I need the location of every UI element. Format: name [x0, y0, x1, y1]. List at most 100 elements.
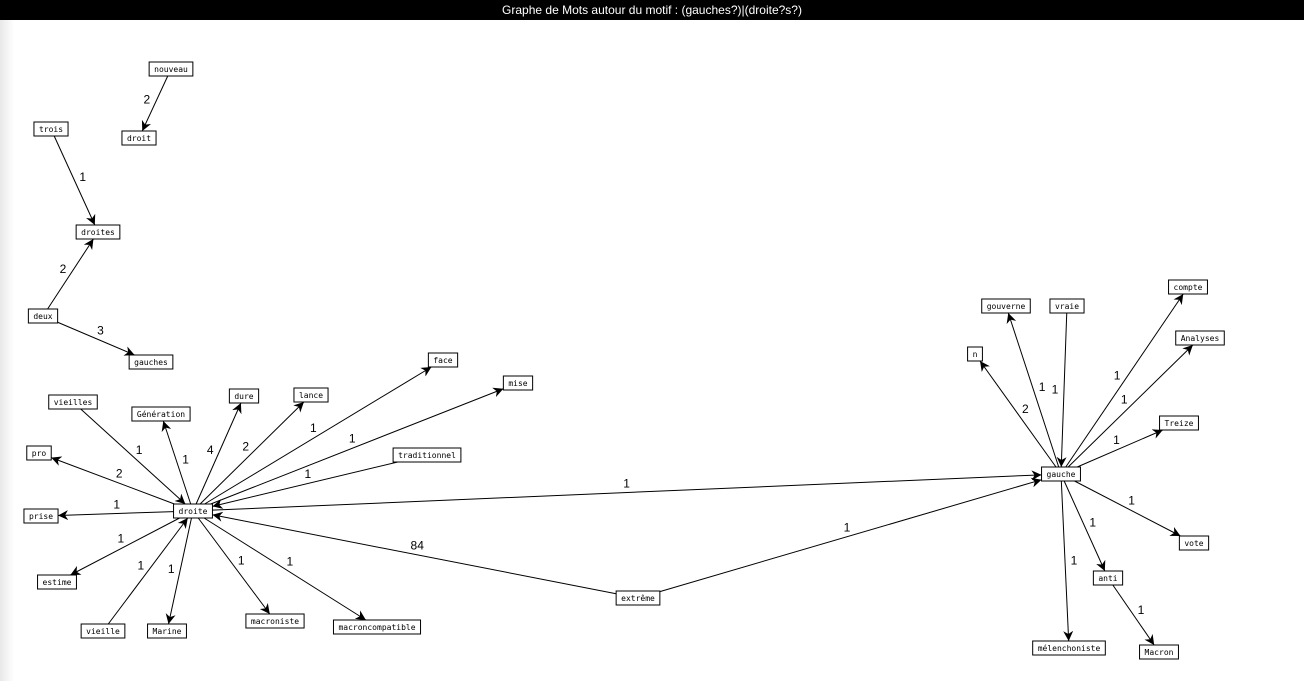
edge-weight-label: 1 [137, 559, 144, 573]
node-label: droite [179, 507, 208, 516]
edge-droite-mise [210, 387, 504, 505]
edge-weight-label: 1 [113, 498, 120, 512]
node-macron[interactable]: Macron [1139, 644, 1179, 660]
node-mise[interactable]: mise [502, 375, 534, 391]
node-box [75, 224, 121, 240]
node-label: vieille [86, 627, 120, 636]
node-trois[interactable]: trois [33, 121, 69, 137]
node-gouverne[interactable]: gouverne [981, 298, 1031, 314]
node-label: traditionnel [398, 451, 456, 460]
node-vote[interactable]: vote [1178, 535, 1210, 551]
edge-weight-label: 1 [1138, 603, 1145, 617]
edge-weight-label: 2 [143, 93, 150, 107]
node-face[interactable]: face [427, 352, 459, 368]
edge-weight-label: 2 [1022, 402, 1029, 416]
edge-gauche-melenchoniste [1060, 480, 1074, 642]
node-gauches[interactable]: gauches [128, 354, 174, 370]
edge-weight-label: 1 [1052, 383, 1059, 397]
node-box [1032, 640, 1106, 656]
node-label: Génération [137, 409, 185, 419]
edge-weight-label: 1 [1114, 368, 1121, 382]
node-label: trois [39, 125, 63, 134]
node-label: Treize [1165, 419, 1194, 428]
node-box [332, 619, 422, 635]
window-title: Graphe de Mots autour du motif : (gauche… [0, 0, 1304, 20]
edge-weight-label: 1 [238, 554, 245, 568]
node-label: Analyses [1181, 334, 1220, 343]
node-label: pro [32, 449, 47, 458]
edge-droite-marine [165, 517, 192, 625]
node-box [1139, 644, 1179, 660]
node-box [1178, 535, 1210, 551]
node-label: extrême [621, 593, 655, 603]
node-vieilles[interactable]: vieilles [48, 394, 98, 410]
node-box [615, 590, 661, 606]
node-gauche[interactable]: gauche [1041, 466, 1081, 482]
node-droites[interactable]: droites [75, 224, 121, 240]
node-box [981, 298, 1031, 314]
edge-weight-label: 1 [136, 443, 143, 457]
node-anti[interactable]: anti [1092, 570, 1124, 586]
edge-weight-label: 1 [1113, 433, 1120, 447]
node-label: gauche [1047, 470, 1076, 479]
edge-weight-label: 1 [305, 467, 312, 481]
node-vieille[interactable]: vieille [80, 623, 126, 639]
node-label: gauches [134, 358, 168, 367]
node-lance[interactable]: lance [293, 387, 329, 403]
edge-gauche-treize [1076, 429, 1164, 468]
node-label: anti [1098, 574, 1117, 583]
node-traditionnel[interactable]: traditionnel [392, 447, 462, 463]
edge-droite-estime [70, 517, 180, 576]
node-label: n [973, 350, 978, 359]
node-deux[interactable]: deux [27, 308, 59, 324]
edge-weight-label: 1 [1039, 380, 1046, 394]
edge-weight-label: 1 [623, 477, 630, 491]
node-box [427, 352, 459, 368]
node-box [228, 388, 260, 404]
node-box [967, 346, 983, 362]
node-macroniste[interactable]: macroniste [245, 613, 305, 629]
node-compte[interactable]: compte [1168, 279, 1208, 295]
edge-droite-lance [199, 401, 305, 505]
node-extreme[interactable]: extrême [615, 590, 661, 606]
node-label: macroniste [251, 617, 299, 626]
edge-deux-droites [47, 238, 94, 310]
edge-weight-label: 84 [411, 539, 425, 553]
node-box [128, 354, 174, 370]
node-droit[interactable]: droit [121, 130, 157, 146]
edge-vieille-droite [107, 517, 189, 625]
node-label: Macron [1145, 648, 1174, 657]
node-pro[interactable]: pro [26, 445, 52, 461]
node-macroncompatible[interactable]: macroncompatible [332, 619, 422, 635]
node-dure[interactable]: dure [228, 388, 260, 404]
node-droite[interactable]: droite [173, 503, 213, 519]
node-box [1159, 415, 1199, 431]
edge-traditionnel-droite [212, 461, 398, 509]
edge-weight-label: 1 [310, 421, 317, 435]
node-treize[interactable]: Treize [1159, 415, 1199, 431]
node-vraie[interactable]: vraie [1049, 298, 1085, 314]
edge-droite-face [204, 366, 432, 505]
edge-droite-generation [161, 420, 192, 505]
node-generation[interactable]: Génération [131, 406, 191, 422]
node-nouveau[interactable]: nouveau [148, 61, 194, 77]
edge-droite-macroniste [197, 517, 271, 615]
node-box [27, 308, 59, 324]
node-box [33, 121, 69, 137]
node-box [80, 623, 126, 639]
edge-weight-label: 1 [117, 532, 124, 546]
edge-weight-label: 2 [60, 262, 67, 276]
node-analyses[interactable]: Analyses [1175, 330, 1225, 346]
node-label: droit [127, 134, 151, 143]
node-marine[interactable]: Marine [147, 623, 187, 639]
edge-gauche-vote [1074, 480, 1181, 537]
node-box [1168, 279, 1208, 295]
node-box [37, 574, 77, 590]
node-prise[interactable]: prise [23, 508, 59, 524]
edge-extreme-droite [212, 511, 617, 595]
node-estime[interactable]: estime [37, 574, 77, 590]
edge-weight-label: 4 [207, 443, 214, 457]
edge-weight-label: 1 [844, 520, 851, 534]
node-n[interactable]: n [967, 346, 983, 362]
node-melenchoniste[interactable]: mélenchoniste [1032, 640, 1106, 656]
